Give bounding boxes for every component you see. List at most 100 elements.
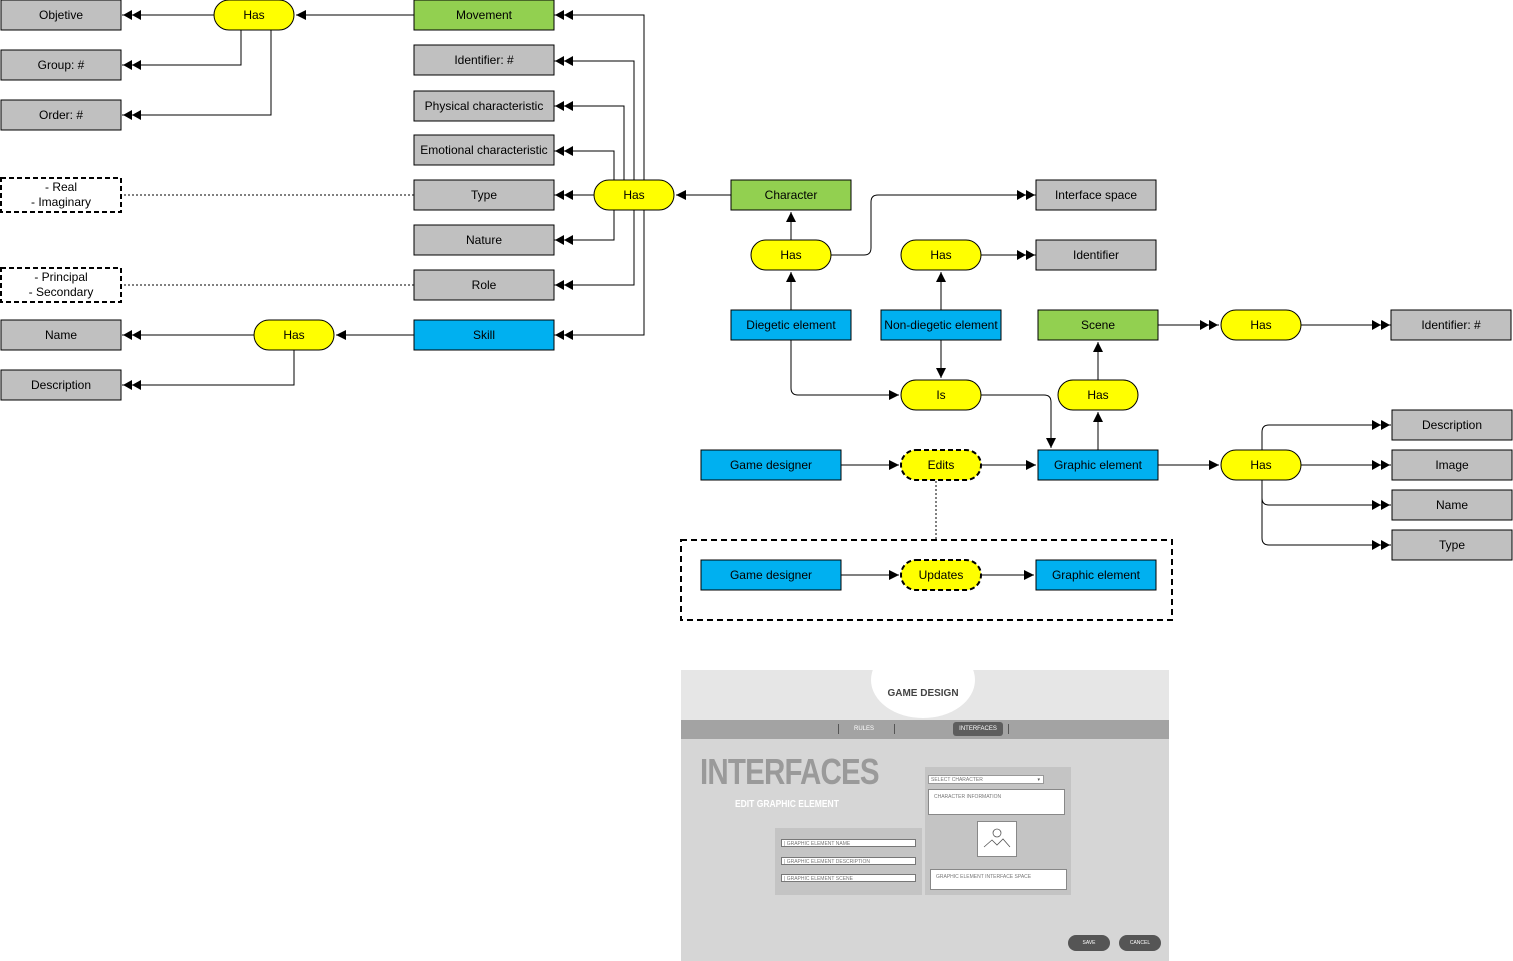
node-has-nondiegetic: Has [900, 239, 982, 271]
nav-separator [1008, 724, 1009, 734]
node-label: Diegetic element [746, 318, 836, 332]
node-shape [413, 90, 555, 122]
node-has-diegetic: Has [750, 239, 832, 271]
interface-space-field[interactable]: GRAPHIC ELEMENT INTERFACE SPACE [930, 869, 1067, 890]
node-label: Identifier: # [1421, 318, 1481, 332]
node-shape [0, 369, 122, 401]
node-label: Edits [928, 458, 955, 472]
node-shape [0, 319, 122, 351]
node-label: Identifier [1073, 248, 1119, 262]
node-label: Objetive [39, 8, 83, 22]
node-shape [900, 239, 982, 271]
node-movement: Movement [413, 0, 555, 31]
node-label: Skill [473, 328, 495, 342]
node-identifier-num: Identifier: # [413, 44, 555, 76]
edge-is-graphic [981, 394, 1056, 448]
node-shape [1391, 489, 1513, 521]
node-name-left: Name [0, 319, 122, 351]
edge-has-type-right [1261, 480, 1391, 550]
edge-has-description-right [1261, 420, 1391, 450]
select-character-dropdown[interactable]: SELECT CHARACTER ▾ [928, 775, 1044, 784]
note-line: - Secondary [29, 285, 94, 299]
note-type-values: - Real - Imaginary [0, 177, 122, 213]
node-label: Is [936, 388, 945, 402]
chevron-down-icon: ▾ [1037, 777, 1040, 783]
node-label: Has [623, 188, 644, 202]
nav-tab-interfaces[interactable]: INTERFACES [953, 722, 1003, 736]
node-shape [0, 0, 122, 31]
edge-has-identifier [554, 56, 635, 180]
node-game-designer-2: Game designer [700, 559, 842, 591]
node-shape [1035, 179, 1157, 211]
graphic-element-description-field[interactable]: | GRAPHIC ELEMENT DESCRIPTION [781, 857, 916, 865]
node-character: Character [730, 179, 852, 211]
node-group: Group: # [0, 49, 122, 81]
node-label: Has [930, 248, 951, 262]
node-label: Scene [1081, 318, 1115, 332]
edge-has-name-right [1261, 480, 1391, 510]
edge-has-nature [554, 210, 615, 245]
node-shape [730, 179, 852, 211]
cancel-button[interactable]: CANCEL [1119, 935, 1161, 951]
node-label: Updates [919, 568, 964, 582]
node-shape [413, 269, 555, 301]
node-label: Game designer [730, 458, 812, 472]
interface-mockup: GAME DESIGN RULES INTERFACES INTERFACES … [681, 670, 1169, 961]
node-label: Movement [456, 8, 513, 22]
node-shape [413, 179, 555, 211]
node-shape [1057, 379, 1139, 411]
node-shape [413, 0, 555, 31]
edge-has-description [122, 350, 295, 390]
node-shape [1035, 559, 1157, 591]
node-label: Game designer [730, 568, 812, 582]
node-image: Image [1391, 449, 1513, 481]
image-placeholder-glyph [983, 828, 1011, 848]
node-label: Name [45, 328, 77, 342]
node-label: Emotional characteristic [420, 143, 547, 157]
node-label: Character [765, 188, 818, 202]
node-label: Type [1439, 538, 1465, 552]
edge-has-order [122, 30, 272, 120]
edge-has-skill [554, 210, 645, 340]
node-shape [413, 319, 555, 351]
node-description-right: Description [1391, 409, 1513, 441]
node-label: Has [1250, 458, 1271, 472]
nav-separator [838, 724, 839, 734]
node-identifier: Identifier [1035, 239, 1157, 271]
node-has-graphic-scene: Has [1057, 379, 1139, 411]
node-shape [0, 99, 122, 131]
node-has-graphic: Has [1220, 449, 1302, 481]
node-shape [880, 309, 1002, 341]
node-label: Image [1435, 458, 1469, 472]
node-updates: Updates [900, 559, 982, 591]
mockup-subheading: EDIT GRAPHIC ELEMENT [735, 799, 839, 810]
node-shape [730, 309, 852, 341]
save-button[interactable]: SAVE [1068, 935, 1110, 951]
node-shape [900, 449, 982, 481]
node-label: Has [243, 8, 264, 22]
node-label: Has [780, 248, 801, 262]
node-label: Nature [466, 233, 502, 247]
node-non-diegetic-element: Non-diegetic element [880, 309, 1002, 341]
node-label: Role [472, 278, 497, 292]
node-label: Description [31, 378, 91, 392]
node-shape [213, 0, 295, 31]
character-information-field[interactable]: CHARACTER INFORMATION [928, 789, 1065, 815]
node-has-scene: Has [1220, 309, 1302, 341]
node-label: Identifier: # [454, 53, 514, 67]
node-has-movement: Has [213, 0, 295, 31]
character-panel: SELECT CHARACTER ▾ CHARACTER INFORMATION… [925, 767, 1071, 895]
node-graphic-element: Graphic element [1037, 449, 1159, 481]
graphic-element-form: | GRAPHIC ELEMENT NAME | GRAPHIC ELEMENT… [775, 828, 922, 895]
node-label: Graphic element [1052, 568, 1141, 582]
node-shape [900, 559, 982, 591]
graphic-element-scene-field[interactable]: | GRAPHIC ELEMENT SCENE [781, 874, 916, 882]
note-line: - Principal [34, 270, 87, 284]
node-diegetic-element: Diegetic element [730, 309, 852, 341]
node-description-left: Description [0, 369, 122, 401]
image-placeholder-icon[interactable] [977, 821, 1017, 857]
graphic-element-name-field[interactable]: | GRAPHIC ELEMENT NAME [781, 839, 916, 847]
node-label: Group: # [38, 58, 85, 72]
node-shape [593, 179, 675, 211]
nav-tab-rules[interactable]: RULES [854, 726, 875, 732]
